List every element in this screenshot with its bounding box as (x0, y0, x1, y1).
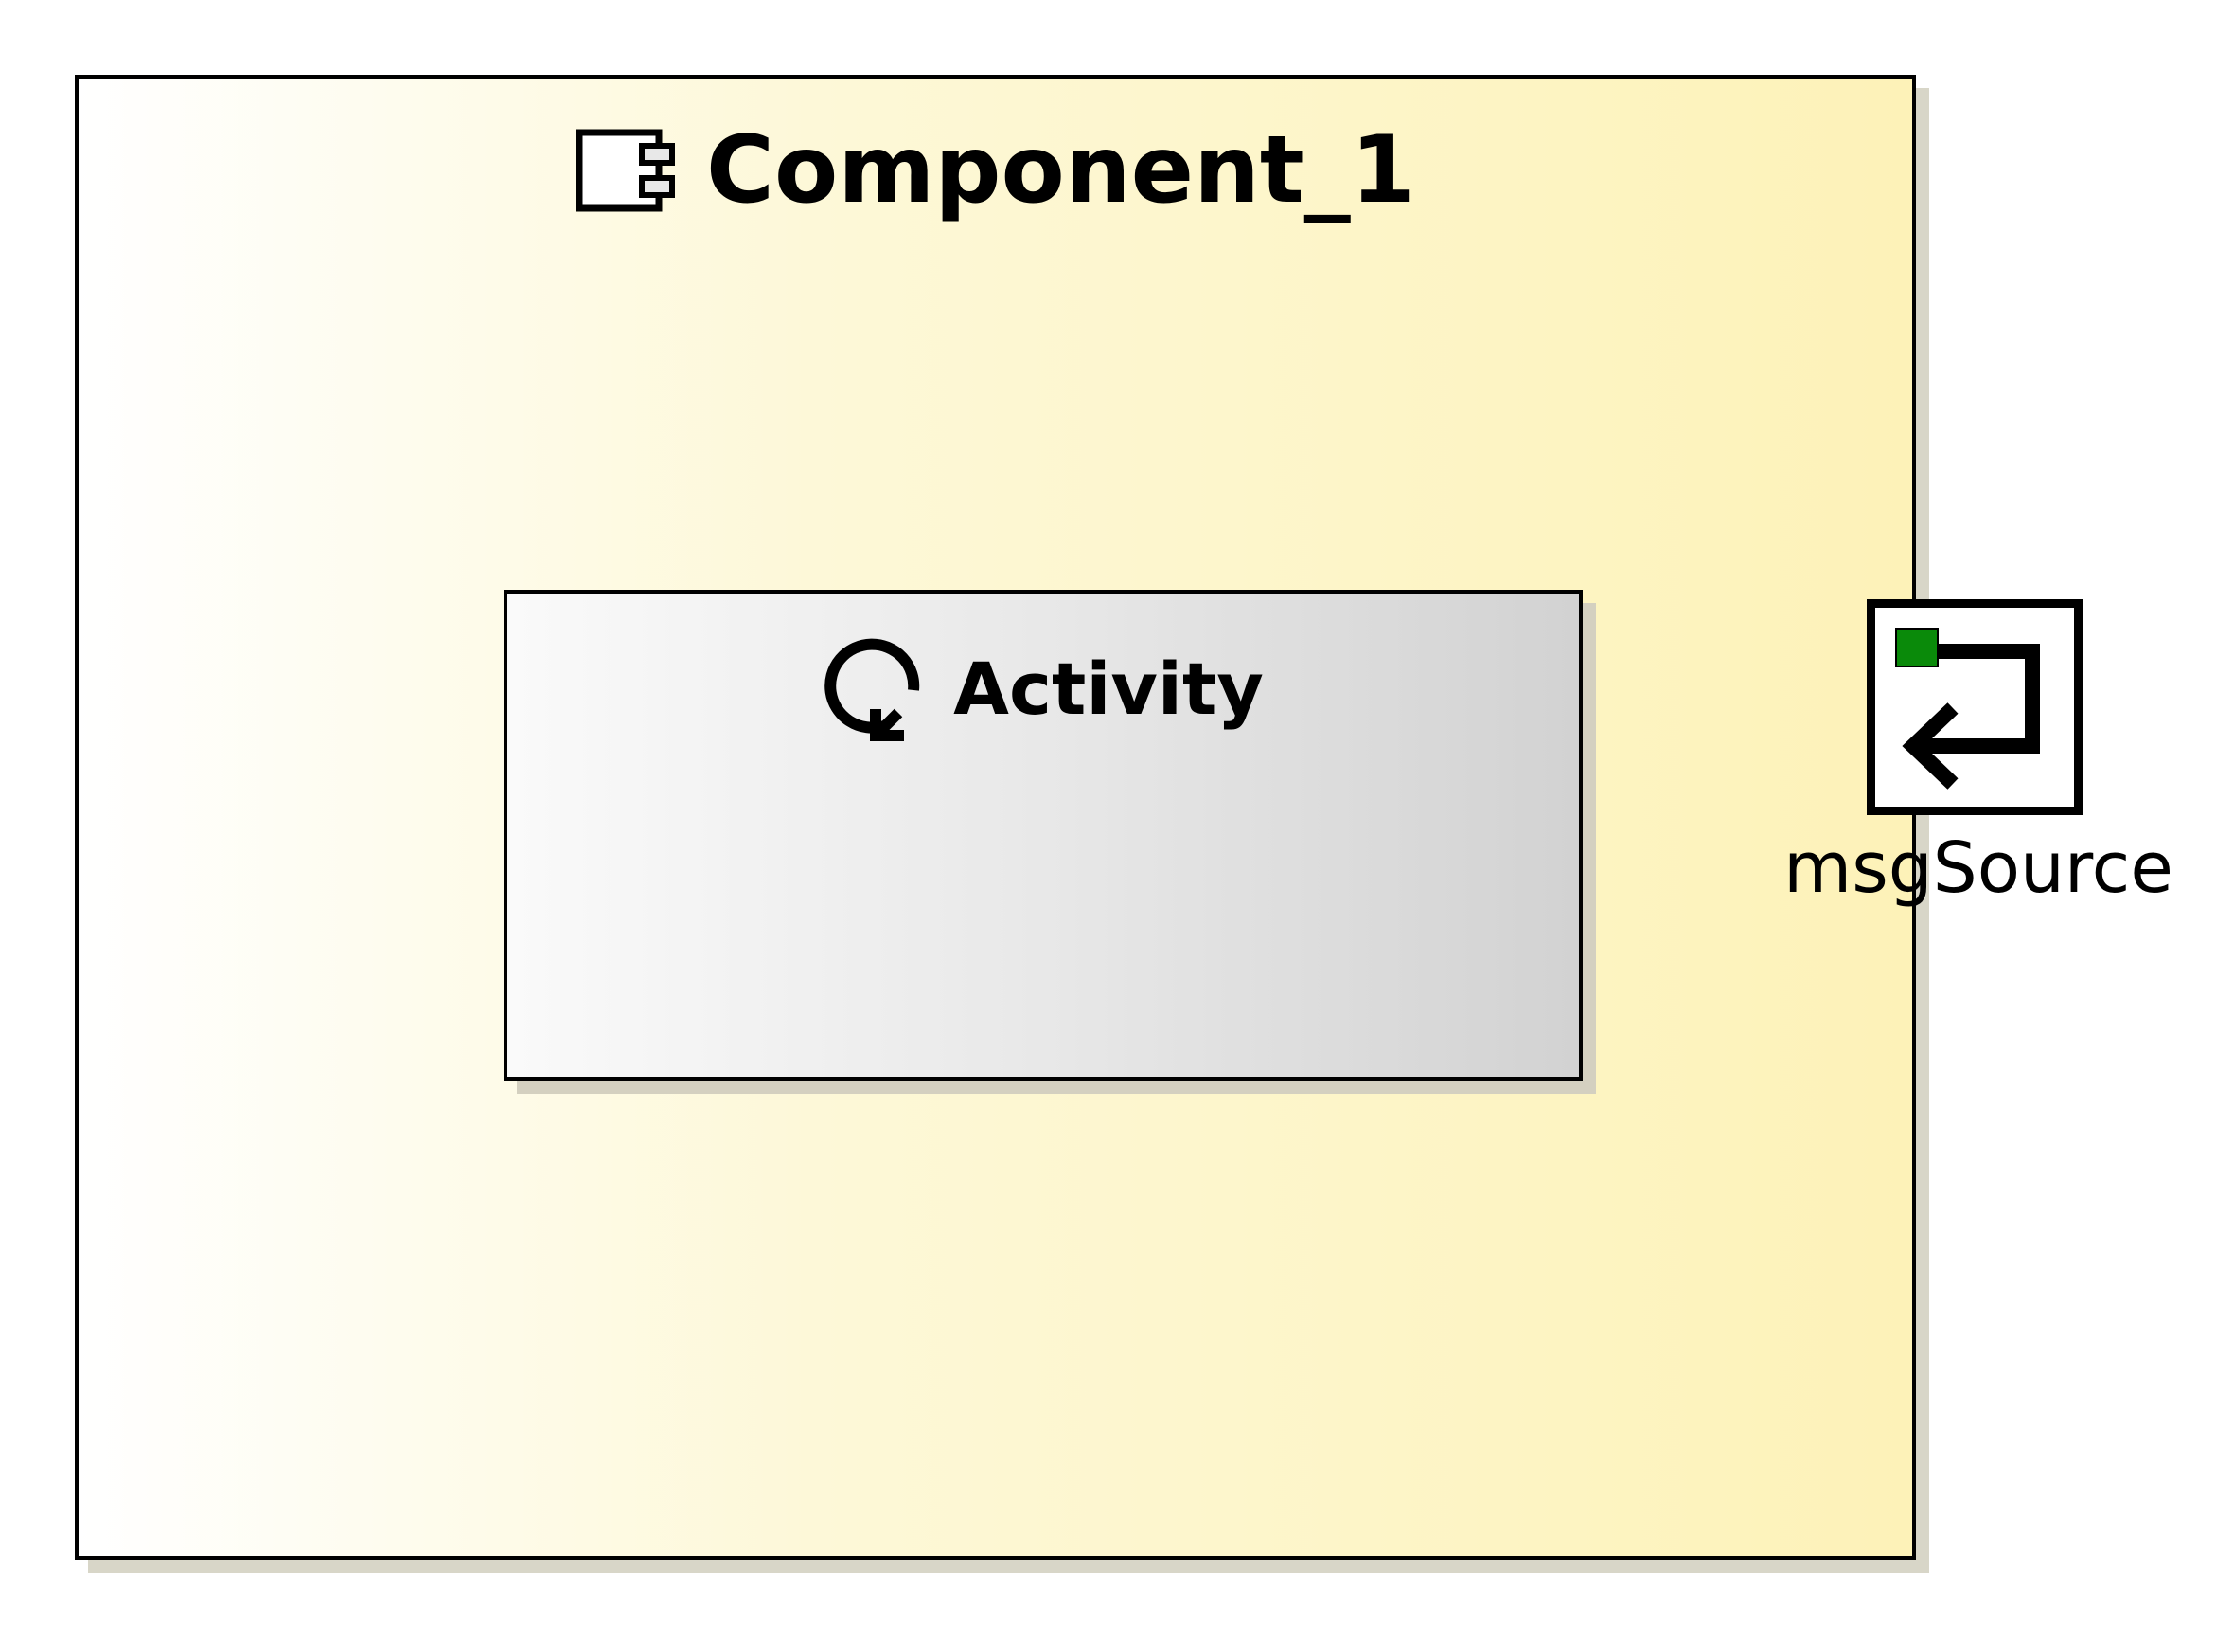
component-header: Component_1 (79, 124, 1912, 217)
port-label: msgSource (1783, 827, 2173, 909)
msg-source-port[interactable] (1867, 599, 2083, 815)
activity-title: Activity (953, 647, 1264, 731)
activity-header: Activity (507, 633, 1579, 745)
component-title: Component_1 (706, 116, 1415, 224)
port-indicator (1895, 628, 1939, 667)
message-source-port-icon (1895, 628, 2040, 790)
activity-loop-icon (824, 638, 920, 741)
component-box[interactable]: Component_1 Activity (75, 75, 1916, 1560)
component-icon (576, 129, 676, 212)
activity-box[interactable]: Activity (504, 590, 1583, 1081)
